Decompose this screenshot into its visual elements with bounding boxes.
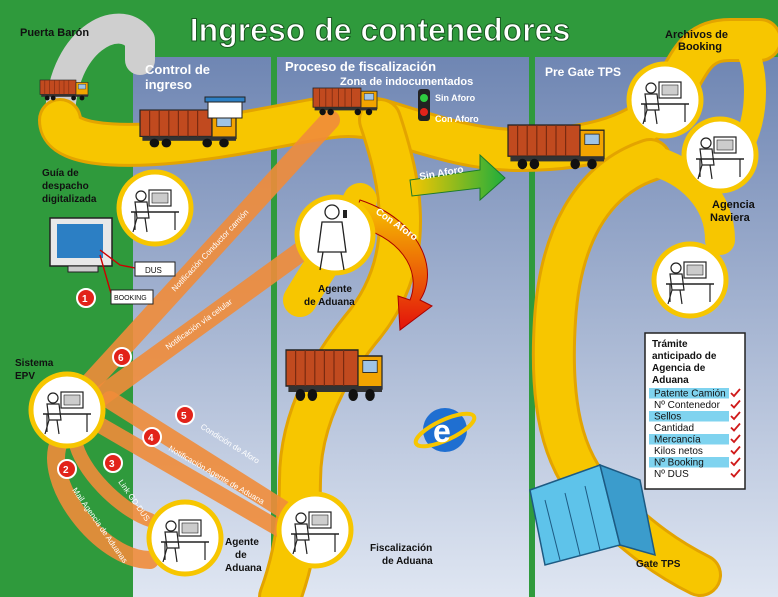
checklist-item-bg <box>649 445 729 456</box>
flow-2-number: 2 <box>63 465 69 476</box>
checklist-item-bg <box>649 388 729 399</box>
traffic-light-icon <box>418 89 430 121</box>
label-agente-aduana-bottom-1: Agente <box>225 537 259 548</box>
flow-6-number: 6 <box>118 353 124 364</box>
label-archivos-2: Booking <box>678 41 722 53</box>
tramite-checklist: Trámite anticipado de Agencia de Aduana … <box>644 332 746 490</box>
label-guia-1: Guía de <box>42 168 79 179</box>
check-icon <box>730 399 741 409</box>
computer-user-icon-pre-gate <box>629 64 701 136</box>
checklist-item-label: Sellos <box>654 412 681 423</box>
guardhouse-icon <box>207 99 243 119</box>
computer-user-icon-tramite <box>654 244 726 316</box>
label-sin-aforo: Sin Aforo <box>435 93 476 103</box>
internet-explorer-icon: e <box>413 408 477 452</box>
gate-icon <box>529 463 656 566</box>
page-title: Ingreso de contenedores <box>190 12 571 48</box>
label-agente-aduana-top-2: de Aduana <box>304 297 355 308</box>
checklist-item: Nº Contenedor <box>649 399 741 411</box>
guardhouse-roof <box>204 96 246 103</box>
document-icon-booking: BOOKING <box>110 289 154 305</box>
ie-letter: e <box>433 413 451 449</box>
flow-arrows <box>47 110 340 569</box>
label-control-ingreso-1: Control de <box>145 62 210 77</box>
checklist-item-label: Nº DUS <box>654 469 689 480</box>
checklist-title-2: anticipado de <box>652 351 717 362</box>
checklist-item-label: Patente Camión <box>654 389 726 400</box>
checklist-item-bg <box>649 468 729 479</box>
checklist-item-label: Cantidad <box>654 423 694 434</box>
checklist-item-bg <box>649 411 729 422</box>
checklist-title-3: Agencia de <box>652 363 706 374</box>
checklist-item: Patente Camión <box>649 388 741 400</box>
label-agencia-naviera-1: Agencia <box>712 199 756 211</box>
label-sistema-2: EPV <box>15 371 35 382</box>
checklist-item-label: Nº Contenedor <box>654 400 721 411</box>
checklist-title-4: Aduana <box>652 375 689 386</box>
label-agente-aduana-top-1: Agente <box>318 284 352 295</box>
label-puerta-baron: Puerta Barón <box>20 27 89 39</box>
document-icon-dus: DUS <box>134 261 176 277</box>
label-control-ingreso-2: ingreso <box>145 77 192 92</box>
check-icon <box>730 434 741 444</box>
computer-user-icon-control <box>119 172 191 244</box>
label-zona-indocumentados: Zona de indocumentados <box>340 76 473 88</box>
label-archivos-1: Archivos de <box>665 29 728 41</box>
checklist-item-bg <box>649 399 729 410</box>
check-icon <box>730 411 741 421</box>
label-gate-tps: Gate TPS <box>636 559 681 570</box>
label-con-aforo: Con Aforo <box>435 114 479 124</box>
checklist-item: Cantidad <box>649 422 741 434</box>
check-icon <box>730 468 741 478</box>
check-icon <box>730 388 741 398</box>
checklist-item: Kilos netos <box>649 445 741 457</box>
label-pre-gate: Pre Gate TPS <box>545 65 621 79</box>
label-agente-aduana-bottom-2: de <box>235 550 247 561</box>
check-icon <box>730 445 741 455</box>
checklist-item: Sellos <box>649 411 741 423</box>
flow-3-number: 3 <box>109 459 115 470</box>
check-icon <box>730 422 741 432</box>
label-agente-aduana-bottom-3: Aduana <box>225 563 262 574</box>
checklist-item-label: Nº Booking <box>654 458 704 469</box>
checklist-item: Nº Booking <box>649 457 741 469</box>
checklist-item-label: Kilos netos <box>654 446 703 457</box>
con-aforo-arrow <box>349 199 433 331</box>
checklist-item-bg <box>649 422 729 433</box>
checklist-item: Nº DUS <box>649 468 741 480</box>
label-agencia-naviera-2: Naviera <box>710 212 751 224</box>
computer-user-icon-fiscalizacion <box>279 494 351 566</box>
checklist-item-bg <box>649 434 729 445</box>
computer-user-icon-sistema <box>31 374 103 446</box>
checklist-item-bg <box>649 457 729 468</box>
computer-user-icon-agente <box>149 502 221 574</box>
document-dus-label: DUS <box>145 266 162 275</box>
label-sistema-1: Sistema <box>15 358 54 369</box>
flow-4-number: 4 <box>148 433 154 444</box>
checklist-title-1: Trámite <box>652 339 688 350</box>
document-booking-label: BOOKING <box>114 295 147 302</box>
label-fiscalizacion-2: de Aduana <box>382 556 433 567</box>
checklist-item-label: Mercancía <box>654 435 701 446</box>
computer-user-icon-naviera <box>684 119 756 191</box>
flow-1-number: 1 <box>82 294 88 305</box>
checklist-item: Mercancía <box>649 434 741 446</box>
person-phone-icon <box>294 194 376 276</box>
label-guia-2: despacho <box>42 181 89 192</box>
flow-5-number: 5 <box>181 411 187 422</box>
check-icon <box>730 457 741 467</box>
label-proceso-fiscalizacion: Proceso de fiscalización <box>285 59 436 74</box>
computer-monitor-icon <box>49 217 113 273</box>
label-guia-3: digitalizada <box>42 194 97 205</box>
dus-link-line <box>99 249 136 269</box>
sin-aforo-arrow <box>409 153 506 202</box>
label-fiscalizacion-1: Fiscalización <box>370 543 432 554</box>
